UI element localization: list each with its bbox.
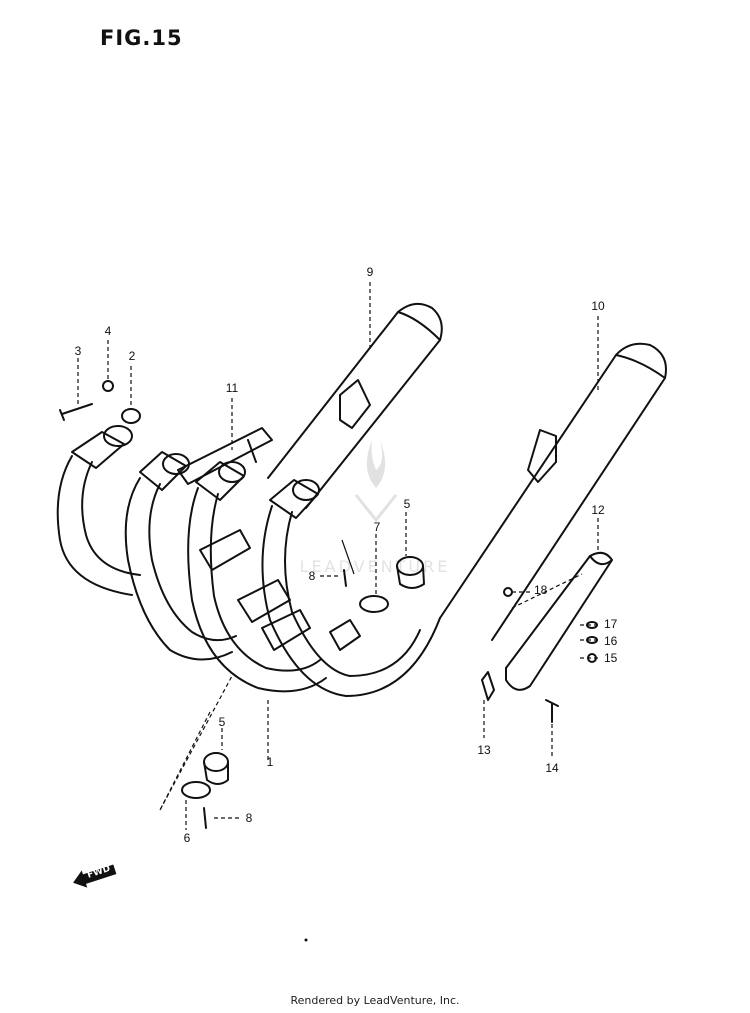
bolt-18 bbox=[503, 587, 513, 597]
figure-title: FIG.15 bbox=[100, 26, 183, 50]
leader-lines bbox=[77, 282, 599, 830]
watermark: LEADVENTURE bbox=[300, 440, 451, 576]
clamp-7 bbox=[359, 595, 389, 613]
callout-15: 15 bbox=[604, 651, 618, 665]
muffler-right bbox=[439, 342, 667, 641]
connector-pipe-12 bbox=[505, 551, 613, 691]
callout-7: 7 bbox=[374, 520, 381, 534]
exhaust-pipe-2 bbox=[124, 451, 237, 661]
callout-1: 1 bbox=[267, 755, 274, 769]
callout-11: 11 bbox=[226, 381, 239, 395]
callout-9: 9 bbox=[367, 265, 374, 279]
callout-5-upper: 5 bbox=[404, 497, 411, 511]
callout-labels: 1 2 3 4 5 5 6 7 8 8 9 10 11 12 13 14 15 … bbox=[75, 265, 618, 845]
clamp-6 bbox=[181, 781, 211, 799]
forward-direction-marker: FWD bbox=[70, 860, 118, 893]
gasket-2 bbox=[121, 408, 141, 424]
exhaust-pipe-4 bbox=[261, 479, 441, 697]
bolt-14 bbox=[545, 699, 559, 723]
connector-tubes bbox=[199, 529, 361, 651]
heat-shield-bracket bbox=[177, 427, 273, 485]
watermark-text: LEADVENTURE bbox=[300, 557, 451, 576]
callout-4: 4 bbox=[105, 324, 112, 338]
callout-5-lower: 5 bbox=[219, 715, 226, 729]
callout-12: 12 bbox=[591, 503, 605, 517]
bolt-8-lower bbox=[203, 807, 207, 829]
stray-dot bbox=[304, 938, 308, 942]
callout-17: 17 bbox=[604, 617, 618, 631]
muffler-left bbox=[267, 302, 443, 509]
callout-10: 10 bbox=[591, 299, 605, 313]
bolt-8-upper bbox=[343, 569, 347, 587]
exhaust-pipe-3 bbox=[187, 461, 327, 693]
seal-5-lower bbox=[203, 752, 229, 785]
callout-13: 13 bbox=[477, 743, 491, 757]
arrow-left-icon bbox=[73, 864, 117, 888]
callout-16: 16 bbox=[604, 634, 618, 648]
footer-credit: Rendered by LeadVenture, Inc. bbox=[290, 994, 460, 1007]
seal-5-upper bbox=[396, 556, 425, 589]
exhaust-pipe-1 bbox=[56, 425, 141, 596]
bracket-13 bbox=[481, 671, 495, 701]
nut-4 bbox=[102, 380, 114, 392]
callout-8-lower: 8 bbox=[246, 811, 253, 825]
callout-3: 3 bbox=[75, 344, 82, 358]
callout-8-upper: 8 bbox=[309, 569, 316, 583]
callout-14: 14 bbox=[545, 761, 559, 775]
pointer-lines bbox=[341, 539, 355, 575]
callout-2: 2 bbox=[129, 349, 136, 363]
bolt-3 bbox=[59, 403, 93, 421]
callout-18: 18 bbox=[534, 583, 548, 597]
callout-6: 6 bbox=[184, 831, 191, 845]
